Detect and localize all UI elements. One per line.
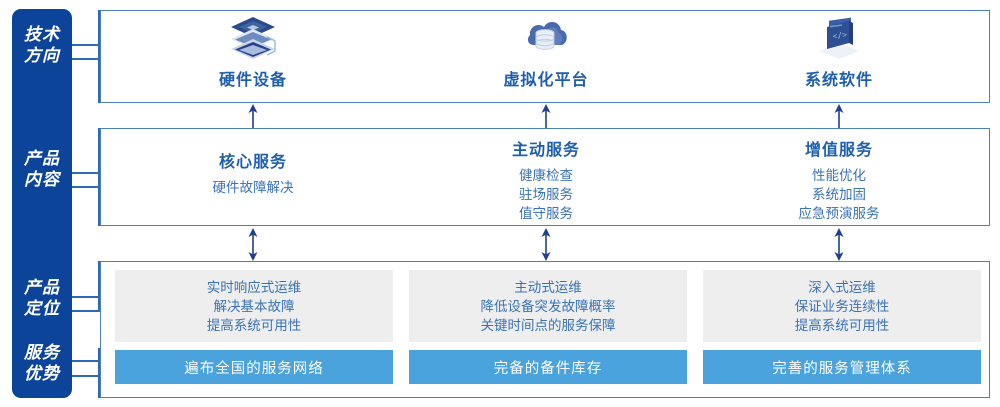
content-detail: 值守服务 xyxy=(519,206,573,221)
connector-position-top xyxy=(72,296,100,298)
position-line: 主动式运维 xyxy=(514,279,582,295)
position-line: 提高系统可用性 xyxy=(206,317,302,333)
advantage-bar-label: 遍布全国的服务网络 xyxy=(184,360,324,377)
tech-item-system-software[interactable]: </> 系统软件 xyxy=(714,14,964,90)
connector-advantage-vert xyxy=(98,348,100,398)
connector-content-bottom xyxy=(72,186,100,188)
content-item-value-added-service[interactable]: 增值服务 性能优化 系统加固 应急预演服务 xyxy=(714,136,964,223)
content-item-core-service[interactable]: 核心服务 硬件故障解决 xyxy=(128,148,378,197)
tech-item-hardware[interactable]: 硬件设备 xyxy=(128,14,378,90)
content-detail: 系统加固 xyxy=(812,187,866,202)
rail-label-product-position: 产品 定位 xyxy=(24,278,60,318)
monitor-code-icon: </> xyxy=(714,14,964,62)
category-rail xyxy=(12,9,72,398)
position-line: 深入式运维 xyxy=(808,279,876,295)
arrow-up-icon xyxy=(245,104,261,128)
content-detail: 性能优化 xyxy=(812,168,866,183)
position-line: 提高系统可用性 xyxy=(794,317,890,333)
tech-item-system-software-label: 系统软件 xyxy=(804,72,873,89)
connector-advantage-top xyxy=(72,360,100,362)
rail-label-tech-direction: 技术 方向 xyxy=(24,25,60,65)
connector-content-vert xyxy=(98,128,100,226)
position-line: 关键时间点的服务保障 xyxy=(480,317,616,333)
arrow-up-down-icon xyxy=(538,228,554,261)
arrow-up-icon xyxy=(538,104,554,128)
position-card-proactive[interactable]: 主动式运维 降低设备突发故障概率 关键时间点的服务保障 xyxy=(409,270,687,342)
content-detail: 应急预演服务 xyxy=(798,206,880,221)
content-item-value-added-service-title: 增值服务 xyxy=(804,142,873,159)
connector-tech-vert xyxy=(98,10,100,103)
cloud-database-icon xyxy=(421,14,671,62)
arrow-up-icon xyxy=(831,104,847,128)
content-item-proactive-service-title: 主动服务 xyxy=(511,142,580,159)
server-stack-icon xyxy=(128,14,378,62)
advantage-bar-service-network[interactable]: 遍布全国的服务网络 xyxy=(115,350,393,384)
advantage-bar-label: 完备的备件库存 xyxy=(493,360,603,377)
content-detail: 健康检查 xyxy=(519,168,573,183)
content-item-core-service-title: 核心服务 xyxy=(218,154,287,171)
content-item-proactive-service[interactable]: 主动服务 健康检查 驻场服务 值守服务 xyxy=(421,136,671,223)
position-card-realtime[interactable]: 实时响应式运维 解决基本故障 提高系统可用性 xyxy=(115,270,393,342)
connector-position-vert xyxy=(98,261,100,311)
rail-label-service-advantage: 服务 优势 xyxy=(24,343,60,383)
advantage-bar-spare-parts[interactable]: 完备的备件库存 xyxy=(409,350,687,384)
position-line: 降低设备突发故障概率 xyxy=(480,298,616,314)
position-line: 实时响应式运维 xyxy=(206,279,302,295)
position-card-indepth[interactable]: 深入式运维 保证业务连续性 提高系统可用性 xyxy=(703,270,981,342)
connector-content-top xyxy=(72,172,100,174)
rail-label-product-content: 产品 内容 xyxy=(24,149,60,189)
product-content-box xyxy=(100,128,990,226)
svg-text:</>: </> xyxy=(832,30,848,41)
arrow-up-down-icon xyxy=(245,228,261,261)
content-detail: 硬件故障解决 xyxy=(212,180,294,195)
content-detail: 驻场服务 xyxy=(519,187,573,202)
position-line: 保证业务连续性 xyxy=(794,298,890,314)
tech-item-virtualization-label: 虚拟化平台 xyxy=(503,72,589,89)
connector-tech-bottom xyxy=(72,58,100,60)
advantage-bar-management-system[interactable]: 完善的服务管理体系 xyxy=(703,350,981,384)
connector-position-bottom xyxy=(72,310,100,312)
position-line: 解决基本故障 xyxy=(213,298,295,314)
tech-item-virtualization[interactable]: 虚拟化平台 xyxy=(421,14,671,90)
advantage-bar-label: 完善的服务管理体系 xyxy=(772,360,912,377)
arrow-up-down-icon xyxy=(831,228,847,261)
connector-advantage-bottom xyxy=(72,375,100,377)
connector-tech-top xyxy=(72,44,100,46)
tech-item-hardware-label: 硬件设备 xyxy=(218,72,287,89)
